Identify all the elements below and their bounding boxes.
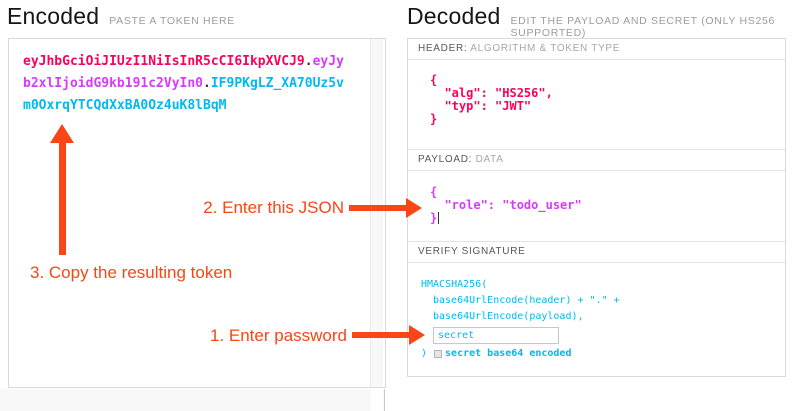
token-line: m0OxrqYTCQdXxBA0Oz4uK8lBqM [23,98,227,113]
payload-label-light: DATA [475,154,504,165]
json-line: { [430,73,438,87]
arrow-up-head [50,124,74,143]
json-line: "role": "todo_user" [430,198,582,212]
decoded-title: Decoded [407,3,501,29]
payload-json-editor[interactable]: { "role": "todo_user"} [408,171,785,242]
signature-label-strong: VERIFY SIGNATURE [418,246,526,257]
token-scrollbar[interactable] [370,39,383,387]
header-label-light: ALGORITHM & TOKEN TYPE [470,43,621,54]
bottom-band [0,389,385,411]
encoded-title: Encoded [7,3,100,29]
encoded-title-row: Encoded PASTE A TOKEN HERE [7,3,235,30]
json-line: } [430,112,438,126]
close-paren: ) [421,348,428,359]
arrow-step1-head [409,325,425,345]
header-section-label: HEADER: ALGORITHM & TOKEN TYPE [408,39,785,60]
encoded-subtitle: PASTE A TOKEN HERE [109,15,236,27]
annotation-step3: 3. Copy the resulting token [30,263,233,282]
annotation-step1: 1. Enter password [209,326,347,345]
annotation-step2: 2. Enter this JSON [203,198,344,217]
payload-section-label: PAYLOAD: DATA [408,150,785,171]
column-divider-line [384,389,385,411]
bottom-band-notch [371,389,383,411]
verify-signature-block: HMACSHA256( base64UrlEncode(header) + ".… [408,263,785,376]
payload-label-strong: PAYLOAD: [418,154,473,165]
encode-payload-line: base64UrlEncode(payload), [433,311,584,322]
json-line: { [430,185,438,199]
json-line: "typ": "JWT" [430,99,532,113]
header-json-editor[interactable]: { "alg": "HS256", "typ": "JWT"} [408,60,785,150]
secret-input[interactable] [433,327,559,344]
encode-header-line: base64UrlEncode(header) + "." + [433,295,620,306]
arrow-step2-head [406,198,422,218]
jwt-token-text: eyJhbGciOiJIUzI1NiIsInR5cCI6IkpXVCJ9.eyJ… [23,51,363,117]
json-line: } [430,211,440,225]
header-label-strong: HEADER: [418,43,468,54]
token-line: b2xlIjoidG9kb191c2VyIn0.IF9PKgLZ_XA70Uz5… [23,76,344,91]
decoded-panel: HEADER: ALGORITHM & TOKEN TYPE { "alg": … [407,38,786,377]
hmac-line: HMACSHA256( [421,279,488,290]
token-line: eyJhbGciOiJIUzI1NiIsInR5cCI6IkpXVCJ9.eyJ… [23,54,344,69]
arrow-step2-shaft [349,205,406,211]
decoded-subtitle: EDIT THE PAYLOAD AND SECRET (ONLY HS256 … [510,15,776,39]
json-line: "alg": "HS256", [430,86,553,100]
arrow-step1-shaft [352,332,409,338]
text-cursor [438,212,440,224]
arrow-up-shaft [59,141,66,255]
secret-base64-label[interactable]: secret base64 encoded [445,348,572,359]
signature-section-label: VERIFY SIGNATURE [408,242,785,263]
decoded-title-row: Decoded EDIT THE PAYLOAD AND SECRET (ONL… [407,3,793,39]
token-input[interactable]: eyJhbGciOiJIUzI1NiIsInR5cCI6IkpXVCJ9.eyJ… [8,38,386,388]
secret-base64-checkbox[interactable] [434,350,443,358]
